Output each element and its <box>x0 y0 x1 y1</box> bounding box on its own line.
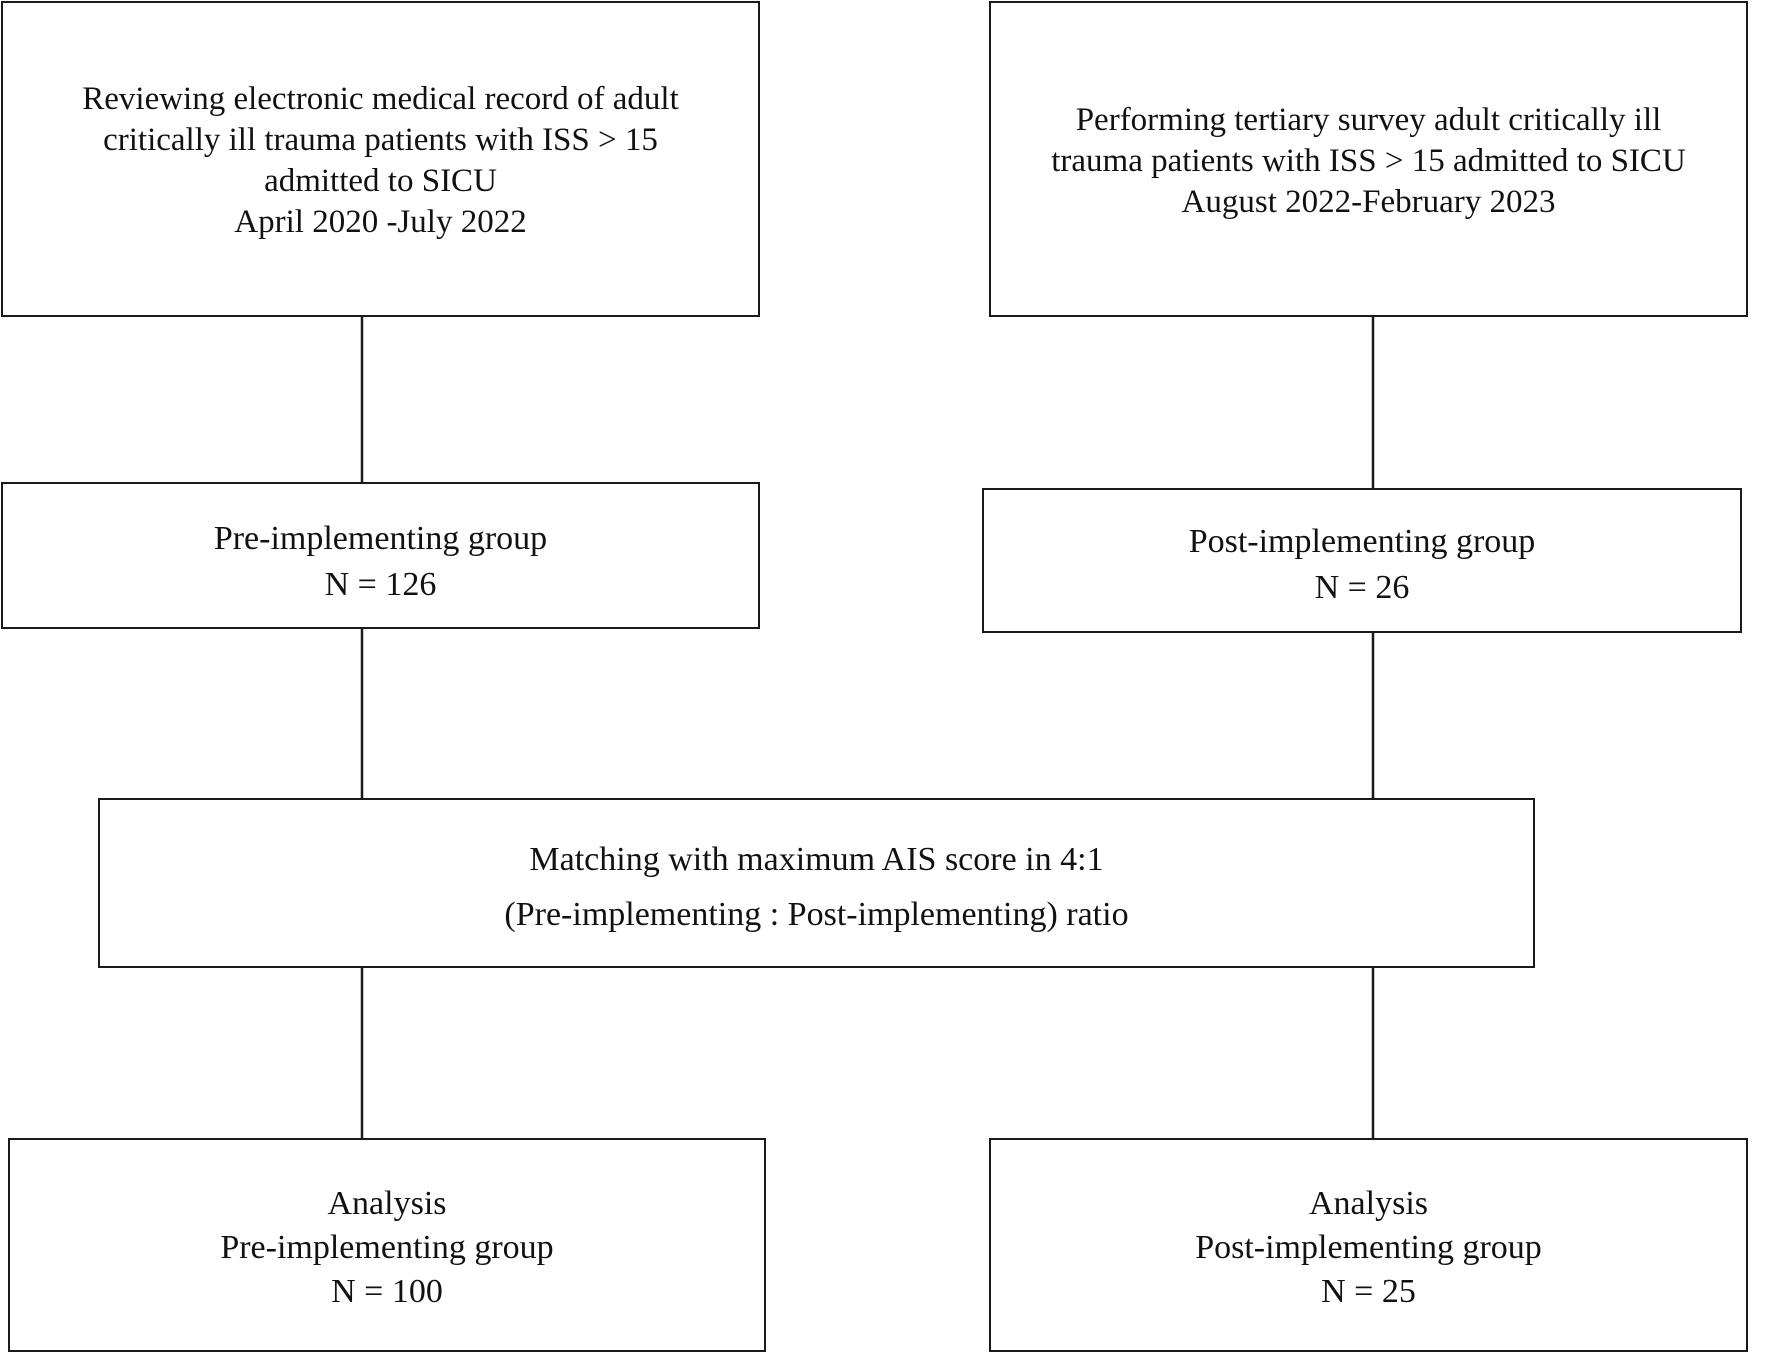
group-post-title: Post-implementing group <box>1188 523 1536 560</box>
group-pre-count: N = 126 <box>324 566 437 603</box>
source-pre-line-3: admitted to SICU <box>264 163 497 199</box>
analysis-pre-box: Analysis Pre-implementing group N = 100 <box>8 1138 766 1352</box>
source-post-box: Performing tertiary survey adult critica… <box>989 1 1748 317</box>
analysis-post-box: Analysis Post-implementing group N = 25 <box>989 1138 1748 1352</box>
analysis-post-count: N = 25 <box>1321 1273 1416 1310</box>
group-post-count: N = 26 <box>1314 569 1410 606</box>
group-pre-box: Pre-implementing group N = 126 <box>1 482 760 629</box>
source-pre-box: Reviewing electronic medical record of a… <box>1 1 760 317</box>
source-post-line-1: Performing tertiary survey adult critica… <box>1075 102 1662 138</box>
source-pre-line-1: Reviewing electronic medical record of a… <box>82 81 679 117</box>
analysis-pre-count: N = 100 <box>331 1273 443 1310</box>
group-post-box: Post-implementing group N = 26 <box>982 488 1742 633</box>
source-pre-line-2: critically ill trauma patients with ISS … <box>103 122 658 158</box>
source-pre-line-4: April 2020 -July 2022 <box>234 204 527 240</box>
analysis-pre-label: Analysis <box>327 1185 447 1222</box>
matching-line-2: (Pre-implementing : Post-implementing) r… <box>504 896 1129 933</box>
matching-box: Matching with maximum AIS score in 4:1 (… <box>98 798 1535 968</box>
source-post-line-2: trauma patients with ISS > 15 admitted t… <box>1051 143 1686 179</box>
source-post-line-3: August 2022-February 2023 <box>1181 184 1556 220</box>
analysis-post-label: Analysis <box>1309 1185 1428 1222</box>
analysis-pre-group: Pre-implementing group <box>220 1229 554 1266</box>
group-pre-title: Pre-implementing group <box>213 520 548 557</box>
analysis-post-group: Post-implementing group <box>1195 1229 1542 1266</box>
matching-line-1: Matching with maximum AIS score in 4:1 <box>529 841 1104 878</box>
